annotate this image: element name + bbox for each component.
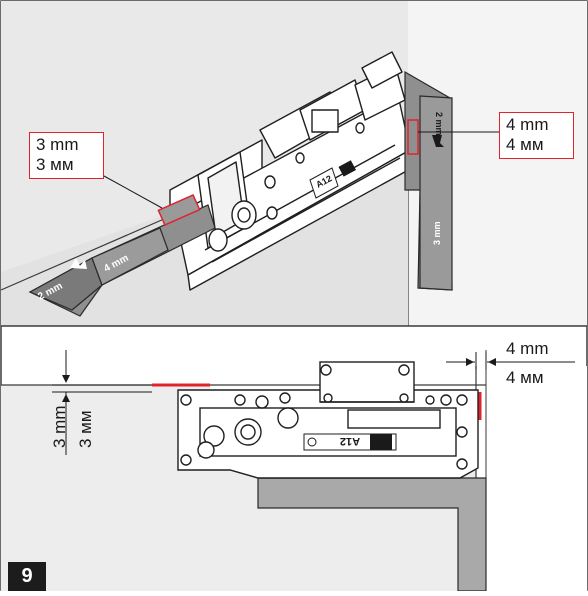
dimension-label-right-line2: 4 мм [506,368,544,387]
dimension-label-right-line1: 4 mm [506,339,549,358]
fitting-holes-top [208,122,365,252]
fitting-holes-front [180,364,468,470]
gauge-strip-right: 2 mm 3 mm [404,70,453,291]
callout-top-right-line1: 4 mm [506,115,549,134]
gauge-label-right-2mm: 2 mm [434,112,444,136]
callout-top-right-4mm: 4 mm 4 мм [499,112,574,159]
bottom-panel: A12 [1,350,587,592]
gauge-highlight-4mm [407,119,419,155]
dimension-label-left-line2: 3 мм [76,410,95,448]
gauge-label-right-3mm: 3 mm [432,221,442,245]
callout-top-left-line1: 3 mm [36,135,79,154]
brand-logo-icon-right [432,135,444,147]
gauge-highlight-3mm [157,193,201,227]
brand-logo-icon-front [370,434,392,450]
top-panel: A12 2 mm 4 mm 2 mm 3 mm [0,1,587,326]
fitting-marking-top: A12 [309,160,356,199]
leader-line-left [103,175,163,209]
crosshair-icon [307,437,317,447]
brand-logo-icon [70,258,87,269]
top-right-wall [408,1,587,326]
step-number-badge: 9 [8,562,46,591]
callout-top-left-3mm: 3 mm 3 мм [29,132,104,179]
fitting-marking-front: A12 [303,433,397,451]
fitting-body-front [177,361,479,479]
dimension-lines [52,350,575,455]
callout-top-right-line2: 4 мм [506,135,544,154]
callout-top-left-line2: 3 мм [36,155,74,174]
gauge-strip-top: 2 mm 4 mm [28,193,216,317]
fitting-marking-front-text: A12 [340,435,360,447]
dimension-label-left-line1: 3 mm [50,405,69,449]
slab-edge-line [0,211,181,291]
